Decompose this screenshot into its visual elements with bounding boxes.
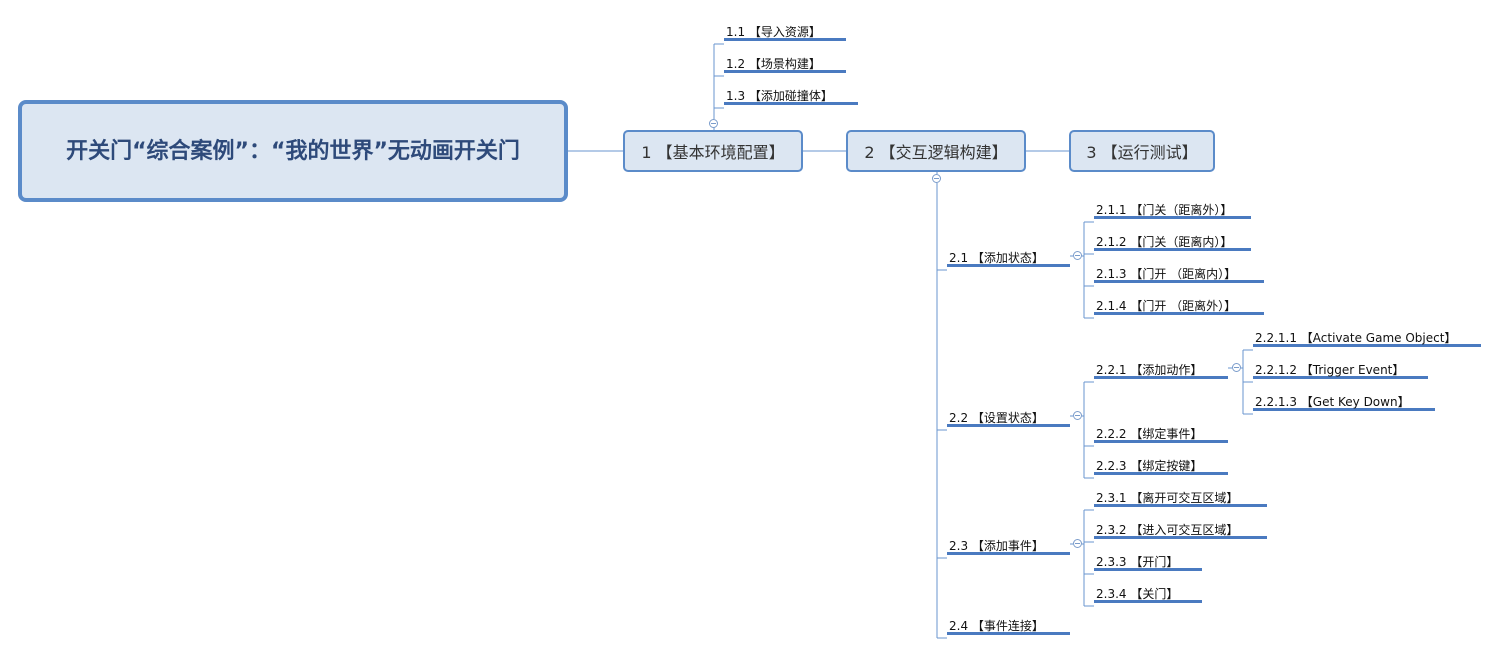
collapse-toggle-icon[interactable] — [932, 174, 941, 183]
subtopic-1-3[interactable]: 1.3 【添加碰撞体】 — [724, 87, 858, 105]
subtopic-1-2[interactable]: 1.2 【场景构建】 — [724, 55, 846, 73]
subtopic-label: 2.1.4 【门开 （距离外）】 — [1096, 299, 1237, 313]
subtopic-label: 2.3.3 【开门】 — [1096, 555, 1179, 569]
subtopic-2-1-3[interactable]: 2.1.3 【门开 （距离内）】 — [1094, 265, 1264, 283]
subtopic-2-1-4[interactable]: 2.1.4 【门开 （距离外）】 — [1094, 297, 1264, 315]
subtopic-2-1-2[interactable]: 2.1.2 【门关（距离内）】 — [1094, 233, 1251, 251]
subtopic-2-2[interactable]: 2.2 【设置状态】 — [947, 409, 1070, 427]
root-topic[interactable]: 开关门“综合案例”：“我的世界”无动画开关门 — [18, 100, 568, 202]
subtopic-2-2-1-2[interactable]: 2.2.1.2 【Trigger Event】 — [1253, 361, 1428, 379]
subtopic-2-4[interactable]: 2.4 【事件连接】 — [947, 617, 1070, 635]
subtopic-label: 2.1.1 【门关（距离外）】 — [1096, 203, 1233, 217]
subtopic-label: 2.1.3 【门开 （距离内）】 — [1096, 267, 1237, 281]
subtopic-2-3-1[interactable]: 2.3.1 【离开可交互区域】 — [1094, 489, 1267, 507]
subtopic-2-1-1[interactable]: 2.1.1 【门关（距离外）】 — [1094, 201, 1251, 219]
collapse-toggle-icon[interactable] — [1073, 411, 1082, 420]
subtopic-label: 2.3.2 【进入可交互区域】 — [1096, 523, 1239, 537]
subtopic-label: 1.2 【场景构建】 — [726, 57, 821, 71]
subtopic-label: 1.1 【导入资源】 — [726, 25, 821, 39]
subtopic-label: 2.2.1 【添加动作】 — [1096, 363, 1203, 377]
topic-1[interactable]: 1 【基本环境配置】 — [623, 130, 803, 172]
subtopic-1-1[interactable]: 1.1 【导入资源】 — [724, 23, 846, 41]
subtopic-2-2-3[interactable]: 2.2.3 【绑定按键】 — [1094, 457, 1228, 475]
subtopic-label: 2.2.2 【绑定事件】 — [1096, 427, 1203, 441]
collapse-toggle-icon[interactable] — [1232, 363, 1241, 372]
subtopic-label: 2.1 【添加状态】 — [949, 251, 1044, 265]
collapse-toggle-icon[interactable] — [1073, 251, 1082, 260]
subtopic-label: 2.2.1.3 【Get Key Down】 — [1255, 395, 1410, 409]
subtopic-label: 2.2 【设置状态】 — [949, 411, 1044, 425]
subtopic-label: 2.3.1 【离开可交互区域】 — [1096, 491, 1239, 505]
subtopic-label: 2.2.3 【绑定按键】 — [1096, 459, 1203, 473]
subtopic-2-2-1-3[interactable]: 2.2.1.3 【Get Key Down】 — [1253, 393, 1435, 411]
subtopic-2-2-2[interactable]: 2.2.2 【绑定事件】 — [1094, 425, 1228, 443]
topic-2-label: 2 【交互逻辑构建】 — [864, 143, 1008, 162]
subtopic-2-3-3[interactable]: 2.3.3 【开门】 — [1094, 553, 1202, 571]
topic-1-label: 1 【基本环境配置】 — [641, 143, 785, 162]
root-topic-label: 开关门“综合案例”：“我的世界”无动画开关门 — [66, 138, 520, 164]
subtopic-2-3-2[interactable]: 2.3.2 【进入可交互区域】 — [1094, 521, 1267, 539]
subtopic-2-2-1[interactable]: 2.2.1 【添加动作】 — [1094, 361, 1228, 379]
subtopic-2-3-4[interactable]: 2.3.4 【关门】 — [1094, 585, 1202, 603]
subtopic-2-1[interactable]: 2.1 【添加状态】 — [947, 249, 1070, 267]
subtopic-label: 2.2.1.2 【Trigger Event】 — [1255, 363, 1405, 377]
collapse-toggle-icon[interactable] — [709, 119, 718, 128]
subtopic-label: 1.3 【添加碰撞体】 — [726, 89, 833, 103]
subtopic-2-3[interactable]: 2.3 【添加事件】 — [947, 537, 1070, 555]
subtopic-label: 2.3 【添加事件】 — [949, 539, 1044, 553]
collapse-toggle-icon[interactable] — [1073, 539, 1082, 548]
topic-3[interactable]: 3 【运行测试】 — [1069, 130, 1215, 172]
topic-3-label: 3 【运行测试】 — [1086, 143, 1198, 162]
subtopic-label: 2.2.1.1 【Activate Game Object】 — [1255, 331, 1457, 345]
subtopic-label: 2.4 【事件连接】 — [949, 619, 1044, 633]
topic-2[interactable]: 2 【交互逻辑构建】 — [846, 130, 1026, 172]
subtopic-label: 2.1.2 【门关（距离内）】 — [1096, 235, 1233, 249]
subtopic-2-2-1-1[interactable]: 2.2.1.1 【Activate Game Object】 — [1253, 329, 1481, 347]
subtopic-label: 2.3.4 【关门】 — [1096, 587, 1179, 601]
